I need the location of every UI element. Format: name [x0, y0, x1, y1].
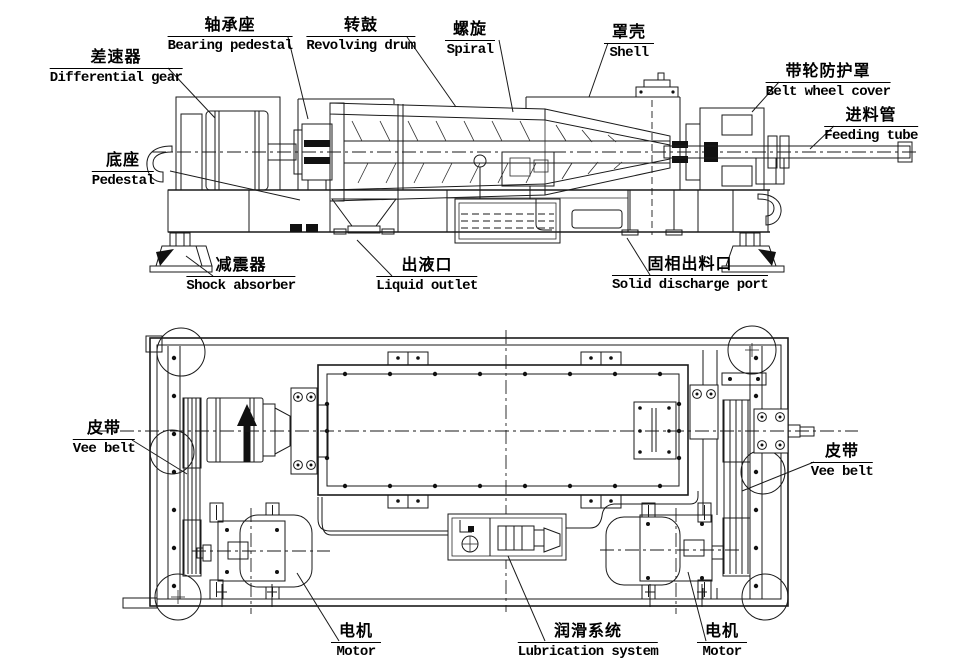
shell-plan	[317, 351, 689, 509]
label-en: Vee belt	[810, 464, 874, 480]
leader-lines	[131, 36, 835, 642]
plan-view	[95, 325, 858, 621]
motor-left-part	[192, 502, 330, 614]
left-drive-train	[182, 387, 329, 577]
vee-belt-right-bottom	[722, 517, 751, 577]
shock-absorber-left	[149, 232, 213, 273]
shell-top-cap	[635, 72, 679, 98]
label-zh: 电机	[330, 622, 382, 643]
motor-right-part	[600, 502, 742, 614]
drum-end-plate	[633, 401, 677, 460]
label-zh: 进料管	[824, 106, 918, 127]
pedestal-base	[146, 145, 782, 233]
label-en: Motor	[702, 644, 742, 660]
label-zh: 皮带	[72, 419, 136, 440]
pressure-gauge-icon	[473, 154, 487, 168]
lifting-hook-right	[757, 193, 782, 226]
label-en: Spiral	[446, 42, 494, 58]
spiral-flights	[351, 120, 623, 184]
label-zh: 电机	[696, 622, 748, 643]
oil-tank	[454, 198, 561, 244]
label-en: Pedestal	[91, 173, 155, 189]
label-en: Liquid outlet	[376, 278, 478, 294]
lubrication-system-part	[317, 491, 699, 561]
right-drive-train	[689, 372, 815, 577]
label-en: Solid discharge port	[611, 277, 769, 293]
label-en: Motor	[336, 644, 376, 660]
label-zh: 轴承座	[167, 16, 293, 37]
shaft-threaded-end	[799, 426, 815, 437]
label-en: Differential gear	[49, 70, 183, 86]
belt-wheel-cover-assembly	[672, 107, 765, 191]
label-zh: 差速器	[49, 48, 183, 69]
label-zh: 出液口	[376, 256, 478, 277]
drum-cone-top	[544, 108, 671, 146]
label-en: Bearing pedestal	[167, 38, 293, 54]
belt-wheel-bottom	[721, 165, 753, 187]
lifting-hook-left	[146, 145, 173, 183]
vee-belt-left-top	[182, 397, 202, 469]
label-en: Revolving drum	[306, 38, 416, 54]
label-en: Feeding tube	[824, 128, 918, 144]
lubrication-manifold	[473, 151, 555, 231]
label-en: Vee belt	[72, 441, 136, 457]
lube-pipe-left	[317, 497, 448, 532]
label-zh: 皮带	[810, 442, 874, 463]
shock-absorber-right	[721, 232, 785, 273]
spiral-conveyor-hub	[343, 140, 671, 164]
feeding-tube-part	[663, 135, 913, 185]
belt-wheel-top	[721, 114, 753, 136]
solid-discharge-frame	[621, 100, 683, 236]
label-zh: 润滑系统	[517, 622, 659, 643]
label-zh: 转鼓	[306, 16, 416, 37]
shell-casing	[297, 72, 681, 190]
label-zh: 减震器	[186, 256, 296, 277]
label-en: Lubrication system	[517, 644, 659, 660]
side-view	[146, 72, 918, 273]
label-zh: 螺旋	[444, 20, 496, 41]
label-zh: 罩壳	[603, 23, 655, 44]
liquid-outlet-funnel	[331, 198, 397, 235]
direction-arrow-icon	[237, 404, 257, 426]
shell-bolt-dots	[324, 371, 682, 489]
label-en: Belt wheel cover	[765, 84, 891, 100]
label-zh: 底座	[91, 151, 155, 172]
label-zh: 固相出料口	[611, 255, 769, 276]
label-zh: 带轮防护罩	[765, 62, 891, 83]
label-en: Shock absorber	[186, 278, 296, 294]
lube-pipe-right	[566, 491, 699, 529]
bearing-pedestal-left	[301, 123, 333, 190]
label-en: Shell	[609, 45, 649, 61]
